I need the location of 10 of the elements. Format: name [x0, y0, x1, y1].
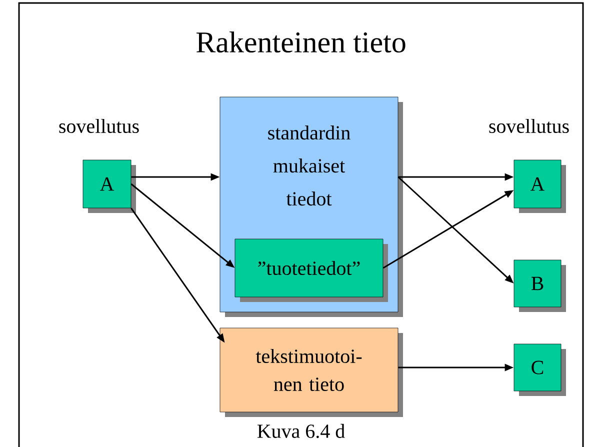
letter-box: B	[514, 260, 566, 312]
caption: Kuva 6.4 d	[257, 424, 345, 438]
letter-box: A	[82, 160, 136, 213]
process-box: tekstimuotoi-nen tieto	[220, 328, 403, 417]
letter-box: A	[514, 160, 566, 213]
label: sovellutus	[489, 118, 569, 134]
letter-box: C	[514, 344, 566, 396]
title: Rakenteinen tieto	[196, 31, 406, 53]
process-box: ”tuotetiedot”	[234, 238, 388, 302]
label: sovellutus	[59, 118, 139, 134]
